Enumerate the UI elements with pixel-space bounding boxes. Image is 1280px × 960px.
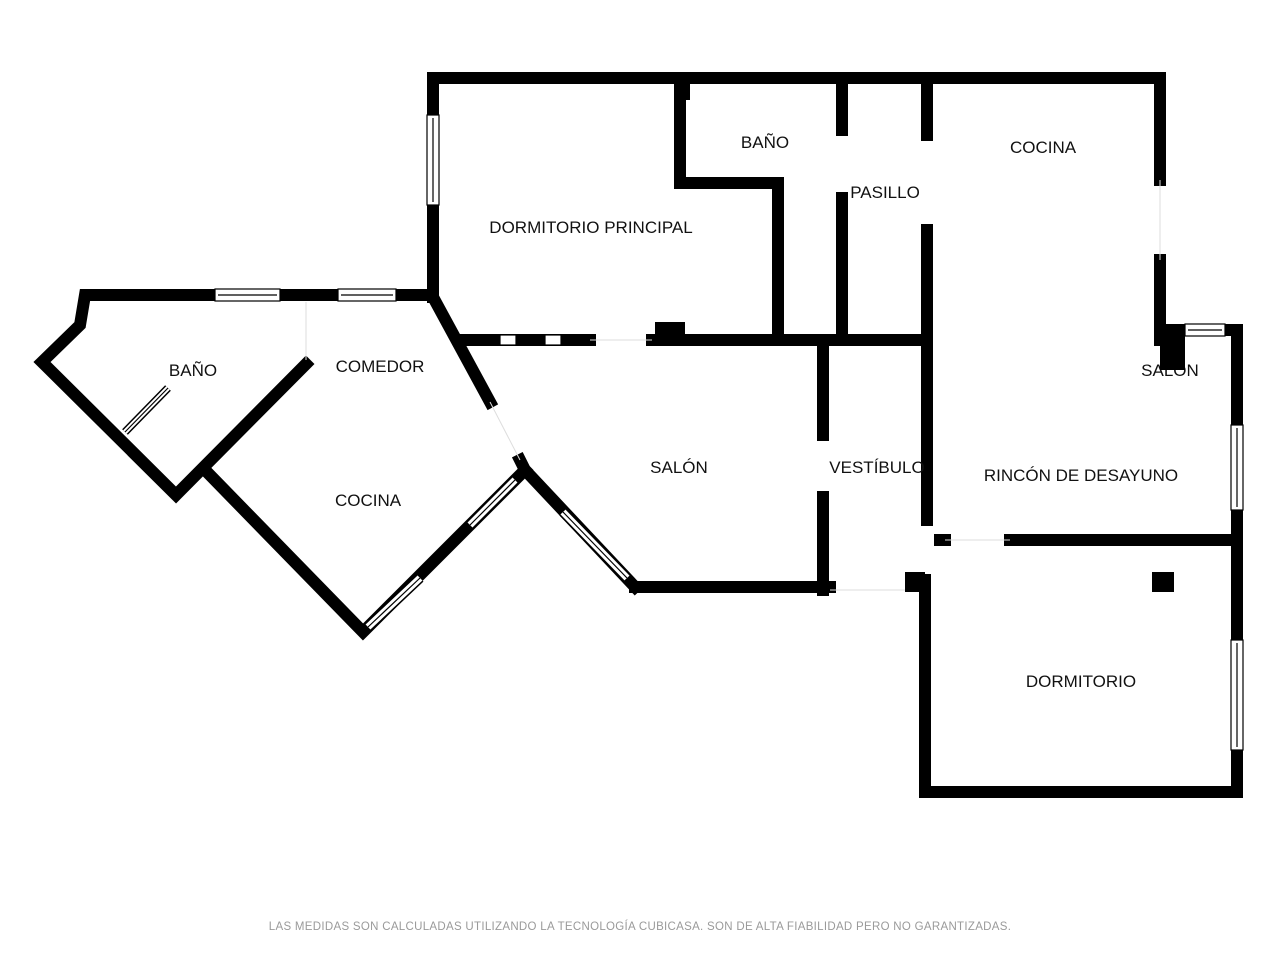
room-label-cocina-left: COCINA xyxy=(334,491,402,510)
room-label-bano-top: BAÑO xyxy=(740,133,790,152)
column xyxy=(1152,572,1174,592)
room-label-salon: SALÓN xyxy=(650,458,708,477)
room-label-rincon-de-desayuno: RINCÓN DE DESAYUNO xyxy=(983,466,1179,485)
wall-blocks xyxy=(655,84,1185,592)
room-label-dormitorio: DORMITORIO xyxy=(1025,672,1137,691)
door-openings xyxy=(305,180,1161,591)
room-label-dormitorio-principal: DORMITORIO PRINCIPAL xyxy=(489,218,693,237)
wall-lines xyxy=(33,72,1243,798)
footer-disclaimer: LAS MEDIDAS SON CALCULADAS UTILIZANDO LA… xyxy=(268,921,1012,933)
room-label-bano-left: BAÑO xyxy=(168,361,218,380)
room-label-vestibulo: VESTÍBULO xyxy=(829,458,925,477)
windows xyxy=(122,114,1244,751)
room-label-comedor: COMEDOR xyxy=(335,357,425,376)
room-label-pasillo: PASILLO xyxy=(850,183,920,202)
room-label-cocina-top: COCINA xyxy=(1009,138,1077,157)
